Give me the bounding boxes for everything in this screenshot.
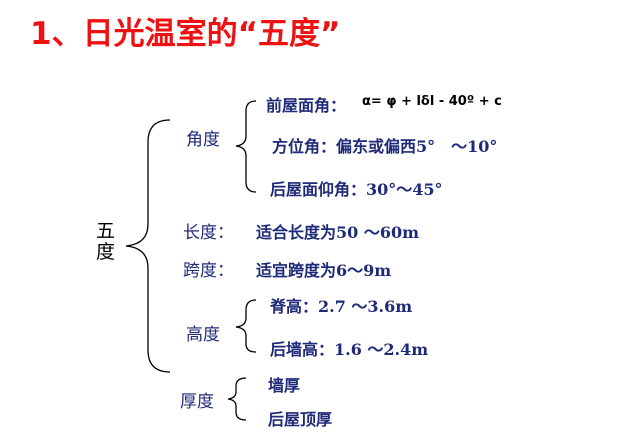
span-value: 适宜跨度为6～9m [256, 261, 392, 280]
page-title: 1、日光温室的“五度” [30, 16, 341, 52]
main-brace [125, 119, 171, 373]
rear-roof-thickness: 后屋顶厚 [268, 410, 333, 429]
thickness-label: 厚度 [180, 392, 214, 412]
length-label: 长度： [183, 223, 234, 243]
ridge-height: 脊高：2.7 ～3.6m [270, 297, 413, 316]
front-roof-angle-label: 前屋面角： [266, 96, 347, 115]
angle-label: 角度 [186, 130, 220, 150]
rear-roof-elevation: 后屋面仰角：30°～45° [270, 180, 443, 199]
angle-brace [235, 100, 257, 193]
root-label-char-2: 度 [96, 241, 116, 263]
wall-thickness: 墙厚 [268, 376, 301, 395]
root-label-char-1: 五 [96, 220, 116, 242]
height-label: 高度 [186, 325, 220, 345]
root-label: 五 度 [96, 221, 115, 263]
span-label: 跨度： [183, 261, 234, 281]
height-brace [235, 299, 257, 353]
rear-wall-height: 后墙高：1.6 ～2.4m [270, 340, 429, 359]
front-roof-angle-formula: α= φ + lδl - 40º + c [362, 94, 502, 109]
azimuth-angle: 方位角：偏东或偏西5° ～10° [272, 137, 498, 156]
thickness-brace [227, 377, 247, 421]
length-value: 适合长度为50 ～60m [256, 223, 420, 242]
